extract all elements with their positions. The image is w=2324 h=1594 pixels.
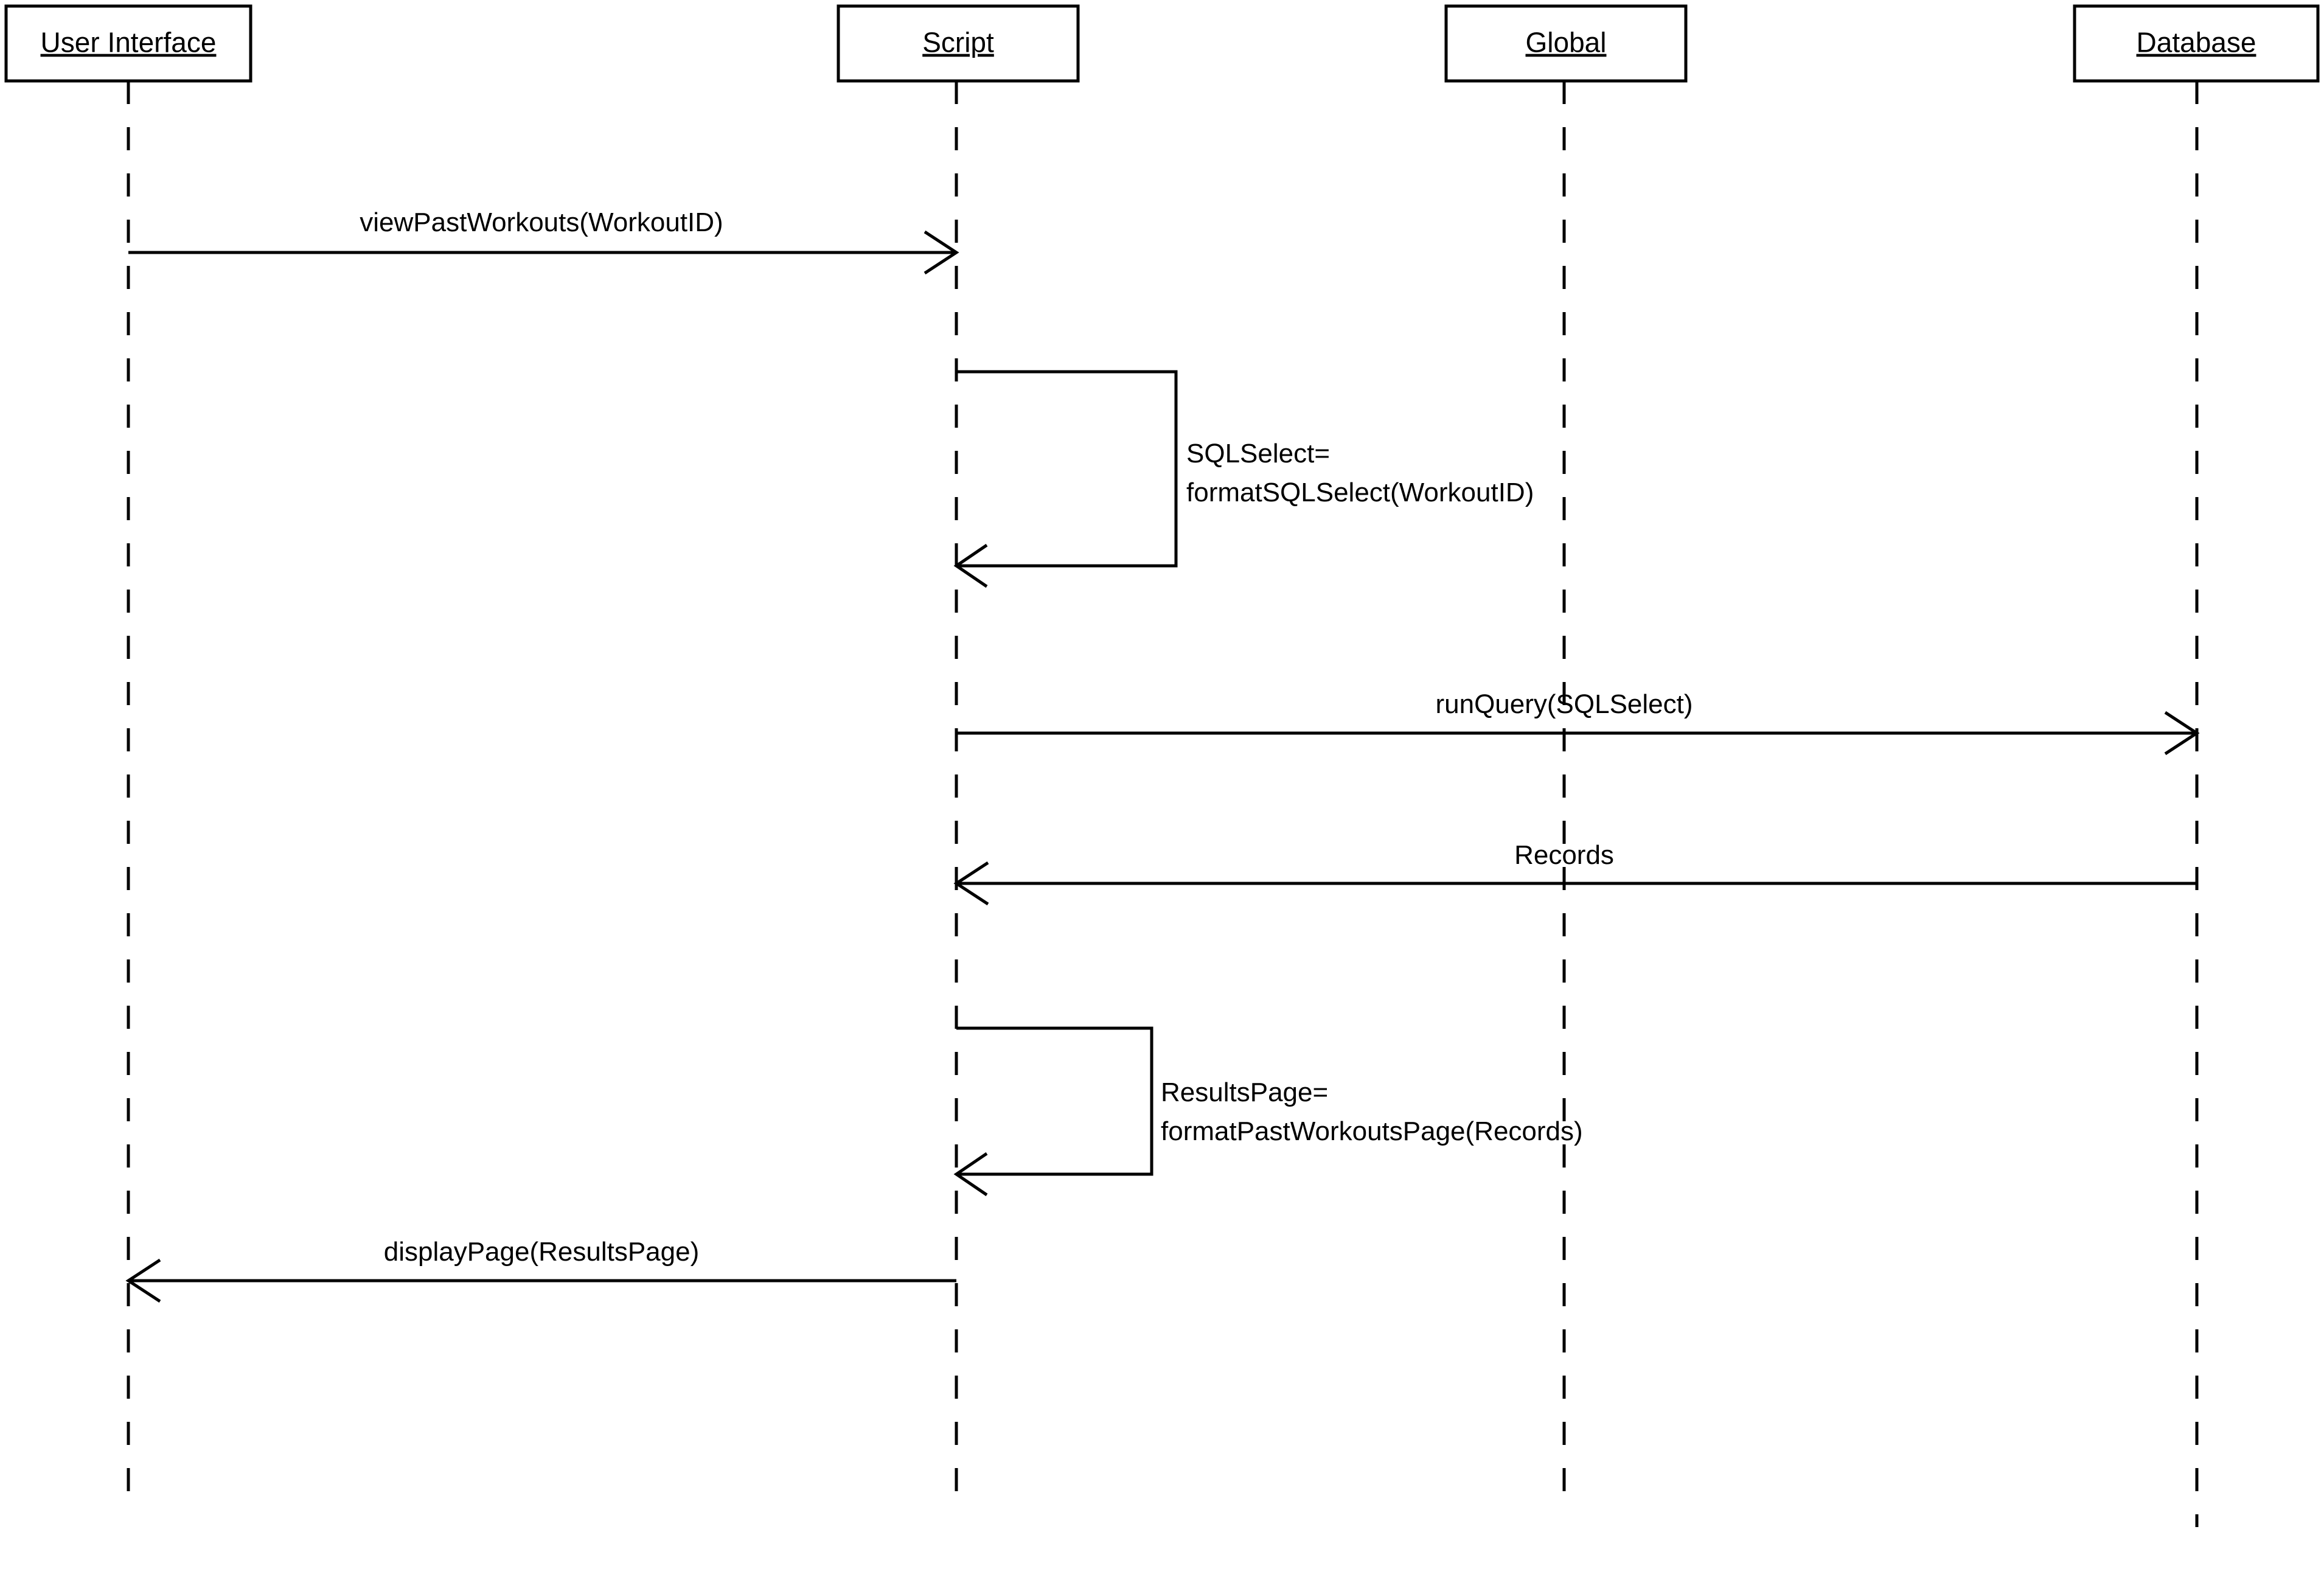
- msg-display-page: displayPage(ResultsPage): [125, 1237, 956, 1303]
- lifeline-box-global[interactable]: [1444, 4, 1688, 83]
- self-call-format-past-workouts-page: ResultsPage= formatPastWorkoutsPage(Recor…: [953, 1026, 1583, 1197]
- self-call-format-sql-select-path[interactable]: [956, 370, 1178, 568]
- self-calls-layer: SQLSelect= formatSQLSelect(WorkoutID) Resu…: [953, 370, 1583, 1197]
- lifeline-box-ui[interactable]: [4, 4, 252, 83]
- msg-view-past-workouts-arrowhead: [924, 230, 959, 275]
- msg-display-page-arrowhead: [125, 1258, 161, 1303]
- lifeline-ui: User Interface: [4, 4, 252, 1509]
- msg-run-query-label: runQuery(SQLSelect): [1435, 689, 1693, 719]
- lifeline-label-global: Global: [1526, 27, 1607, 58]
- lifeline-label-database: Database: [2137, 27, 2256, 58]
- self-call-format-past-workouts-page-label-line-0: ResultsPage=: [1161, 1077, 1328, 1107]
- messages-layer: viewPastWorkouts(WorkoutID) runQuery(SQLS…: [125, 207, 2200, 1303]
- lifeline-label-ui: User Interface: [41, 27, 217, 58]
- self-call-format-sql-select-label-line-1: formatSQLSelect(WorkoutID): [1186, 478, 1534, 507]
- self-call-format-sql-select-label-line-0: SQLSelect=: [1186, 439, 1330, 468]
- msg-records: Records: [953, 840, 2197, 906]
- msg-display-page-label: displayPage(ResultsPage): [384, 1237, 700, 1267]
- lifeline-global: Global: [1444, 4, 1688, 1509]
- lifeline-script: Script: [837, 4, 1080, 1509]
- lifeline-box-script[interactable]: [837, 4, 1080, 83]
- msg-run-query: runQuery(SQLSelect): [956, 689, 2200, 756]
- msg-records-arrowhead: [953, 861, 989, 906]
- msg-run-query-arrowhead: [2164, 711, 2200, 756]
- self-call-format-sql-select-arrowhead: [953, 543, 988, 588]
- lifeline-label-script: Script: [922, 27, 994, 58]
- self-call-format-past-workouts-page-label-line-1: formatPastWorkoutsPage(Records): [1161, 1116, 1583, 1146]
- msg-view-past-workouts-label: viewPastWorkouts(WorkoutID): [360, 207, 723, 237]
- lifeline-box-database[interactable]: [2073, 4, 2320, 83]
- lifelines-layer: User Interface Script Global Database: [4, 4, 2320, 1527]
- lifeline-database: Database: [2073, 4, 2320, 1527]
- self-call-format-sql-select: SQLSelect= formatSQLSelect(WorkoutID): [953, 370, 1534, 588]
- msg-records-label: Records: [1514, 840, 1614, 870]
- msg-view-past-workouts: viewPastWorkouts(WorkoutID): [128, 207, 959, 275]
- self-call-format-past-workouts-page-path[interactable]: [956, 1026, 1153, 1176]
- self-call-format-past-workouts-page-arrowhead: [953, 1152, 988, 1197]
